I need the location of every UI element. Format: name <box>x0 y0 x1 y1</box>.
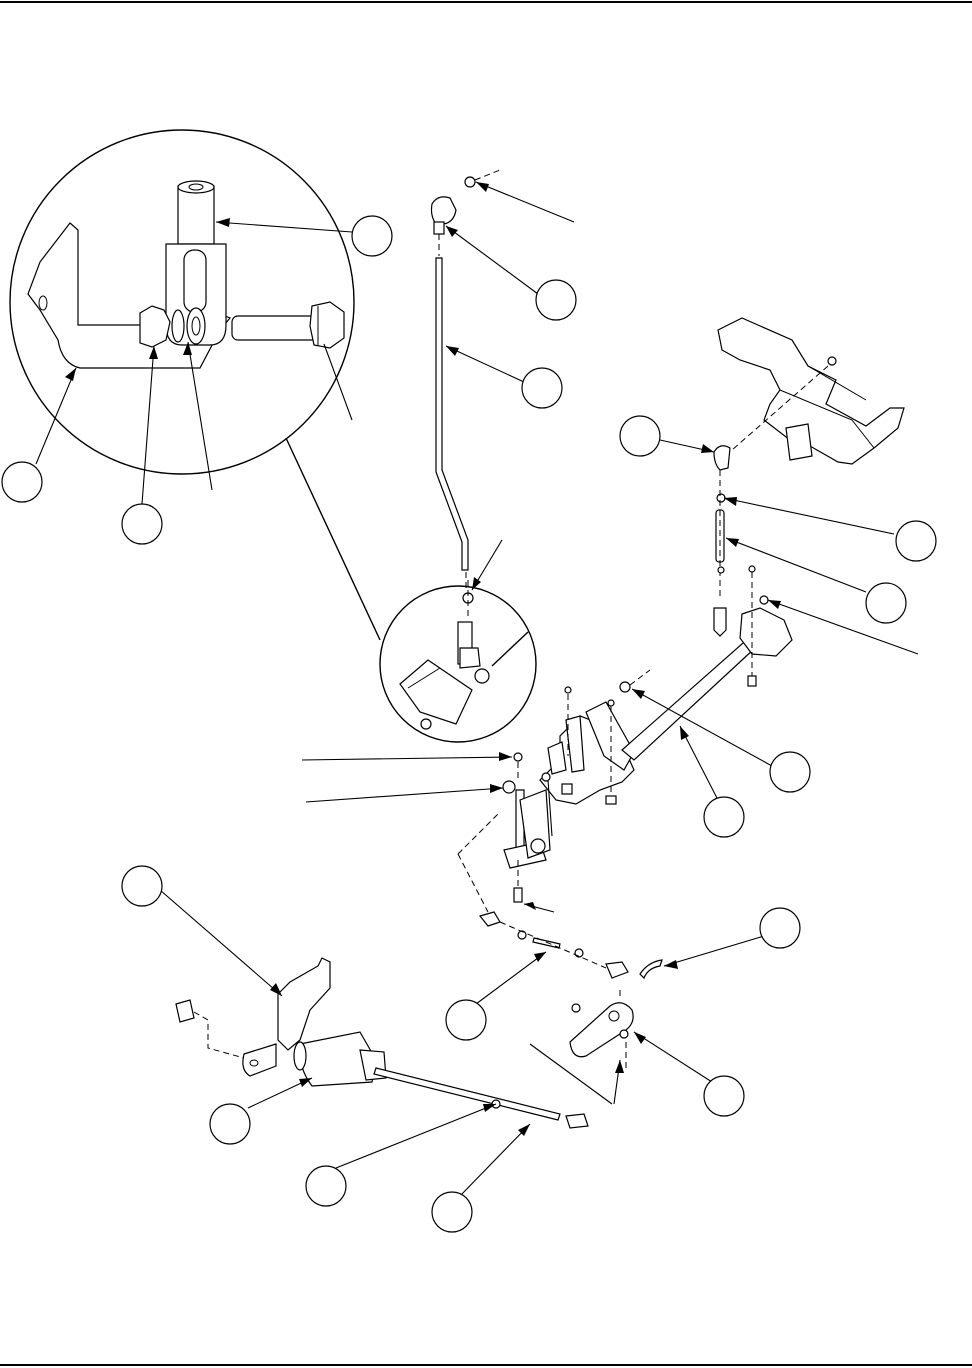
callout-13 <box>446 1000 486 1040</box>
callout-5 <box>896 521 936 561</box>
callout-17 <box>432 1192 472 1232</box>
callout-3 <box>522 368 562 408</box>
callout-15 <box>210 1104 250 1144</box>
cross-shaft-assembly <box>540 566 792 804</box>
callout-7 <box>770 752 810 792</box>
callout-12 <box>760 908 800 948</box>
callout-2 <box>536 280 576 320</box>
detail-link-line <box>286 438 380 640</box>
callout-9 <box>2 462 42 502</box>
callout-14 <box>704 1076 744 1116</box>
lever-arm-assembly <box>458 753 550 912</box>
callout-8 <box>704 797 744 837</box>
callout-4 <box>620 416 660 456</box>
callout-16 <box>306 1166 346 1206</box>
callout-1 <box>352 216 392 256</box>
detail-view-large <box>10 130 354 474</box>
control-rod-assembly <box>432 170 501 590</box>
linkage-rod-assembly <box>480 912 662 978</box>
callout-10 <box>122 504 162 544</box>
detail-view-small <box>380 580 536 742</box>
callout-11 <box>122 866 162 906</box>
pivot-arm <box>570 990 633 1070</box>
actuator-assembly <box>176 958 588 1128</box>
callout-6 <box>866 583 906 623</box>
